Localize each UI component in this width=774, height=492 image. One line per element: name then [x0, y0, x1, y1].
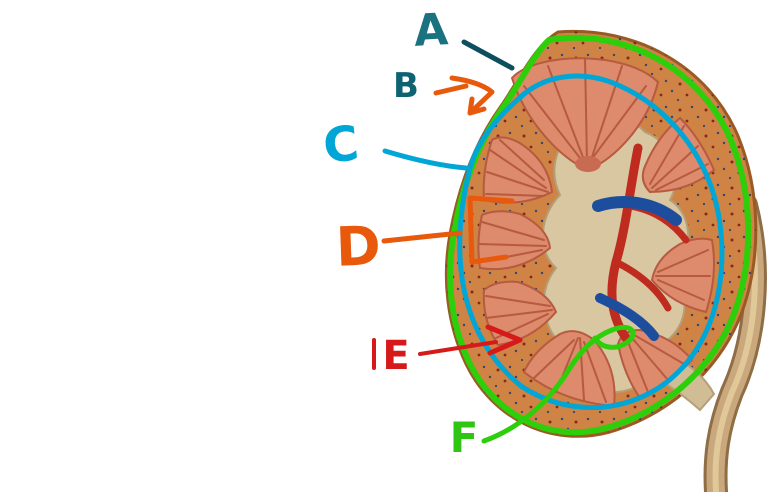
- annotation-leaders: [372, 39, 636, 444]
- chevron-e: [485, 324, 523, 356]
- label-f: F: [450, 413, 479, 462]
- leader-d: [381, 230, 463, 244]
- label-d: D: [335, 214, 382, 279]
- renal-vessels: [592, 143, 690, 343]
- pyramid-upper-right: [641, 116, 716, 194]
- renal-artery-branch2: [612, 258, 672, 312]
- leader-b-stroke: [433, 83, 469, 96]
- label-e: E: [382, 333, 409, 379]
- pyramid-right: [650, 237, 715, 314]
- inner-cortex-trace: [457, 73, 725, 410]
- leader-e: [418, 340, 498, 356]
- leader-a: [461, 39, 515, 71]
- leader-c: [382, 148, 469, 171]
- renal-vein-branch: [595, 293, 659, 341]
- leader-b-arrow: [449, 75, 495, 116]
- bracket-d: [467, 195, 515, 265]
- renal-vein: [592, 196, 682, 226]
- hand-drawn-traces: [447, 34, 752, 436]
- pyramid-upper-left: [482, 136, 554, 204]
- annotation-letters: A B C D E F: [321, 4, 479, 462]
- leader-f: [481, 324, 636, 444]
- pyramid-lower-left: [482, 280, 558, 347]
- label-a: A: [413, 4, 450, 57]
- label-c: C: [321, 115, 362, 174]
- label-b: B: [393, 66, 419, 106]
